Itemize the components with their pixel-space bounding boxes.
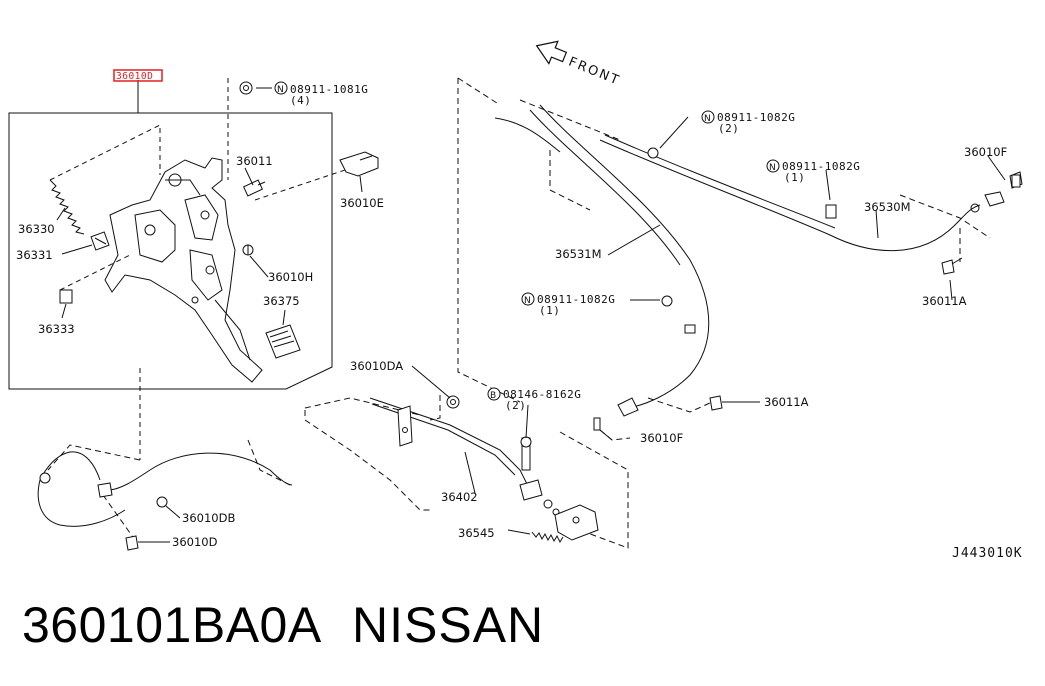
n-symbol: N xyxy=(277,85,284,95)
label-36011A-right: 36011A xyxy=(922,294,967,308)
qty-08911-1081G: (4) xyxy=(290,94,311,107)
label-36402: 36402 xyxy=(441,490,478,504)
qty-08911-1082G-c: (1) xyxy=(539,304,560,317)
b-symbol-circle xyxy=(487,387,501,401)
n-symbol: N xyxy=(524,296,531,306)
front-arrow-label: FRONT xyxy=(566,55,622,89)
return-spring-shape xyxy=(49,179,85,235)
rear-cable-group xyxy=(47,77,1023,549)
label-36330: 36330 xyxy=(18,222,55,236)
brand-name: NISSAN xyxy=(352,597,545,653)
label-08911-1081G: 08911-1081G xyxy=(290,83,368,96)
cable-36530M-shape xyxy=(599,139,981,252)
label-36010DB: 36010DB xyxy=(182,511,235,525)
front-cable-assembly-group xyxy=(37,365,599,551)
label-36010DA: 36010DA xyxy=(350,359,403,373)
label-08146-8162G: 08146-8162G xyxy=(503,388,581,401)
label-36011: 36011 xyxy=(236,154,273,168)
label-36011A-mid: 36011A xyxy=(764,395,809,409)
label-36545: 36545 xyxy=(458,526,495,540)
n-symbol-circle xyxy=(766,159,780,173)
cable-36402-shape xyxy=(369,397,531,491)
label-36010D: 36010D xyxy=(172,535,218,549)
pedal-bracket-shape xyxy=(104,157,263,383)
pedal-pad-shape xyxy=(265,324,301,359)
part-labels: 36010D 36330 36331 36333 36011 36010H 36… xyxy=(16,71,1023,561)
label-08911-1082G-b: 08911-1082G xyxy=(782,160,860,173)
front-arrow: FRONT xyxy=(535,40,622,89)
highlighted-part-label: 36010D xyxy=(116,71,153,82)
label-36530M: 36530M xyxy=(864,200,911,214)
qty-08146-8162G: (2) xyxy=(505,399,526,412)
stopper-clip-shape xyxy=(59,289,73,304)
label-08911-1082G-c: 08911-1082G xyxy=(537,293,615,306)
label-36333: 36333 xyxy=(38,322,75,336)
label-36010E: 36010E xyxy=(340,196,384,210)
cable-36531M-shape xyxy=(539,104,710,409)
n-symbol-circle xyxy=(701,110,715,124)
return-spring-36545-shape xyxy=(531,531,564,544)
n-symbol: N xyxy=(704,114,711,124)
qty-08911-1082G-a: (2) xyxy=(718,122,739,135)
label-08911-1082G-a: 08911-1082G xyxy=(717,111,795,124)
label-36010F-mid: 36010F xyxy=(640,431,683,445)
qty-08911-1082G-b: (1) xyxy=(784,171,805,184)
label-36010F-top: 36010F xyxy=(964,145,1007,159)
pedal-assembly-frame xyxy=(8,112,333,390)
label-36331: 36331 xyxy=(16,248,53,262)
mounting-bracket-shape xyxy=(339,151,379,177)
part-number: 360101BA0A xyxy=(22,597,322,653)
n-symbol: N xyxy=(769,163,776,173)
label-36375: 36375 xyxy=(263,294,300,308)
highlighted-part-box xyxy=(113,69,163,82)
label-36010H: 36010H xyxy=(268,270,313,284)
pedal-assembly-group xyxy=(8,69,379,460)
label-36531M: 36531M xyxy=(555,247,602,261)
drawing-code: J443010K xyxy=(952,546,1023,561)
switch-shape xyxy=(242,179,264,197)
n-symbol-circle xyxy=(521,292,535,306)
b-symbol: B xyxy=(490,391,496,401)
n-symbol-circle xyxy=(274,81,288,95)
